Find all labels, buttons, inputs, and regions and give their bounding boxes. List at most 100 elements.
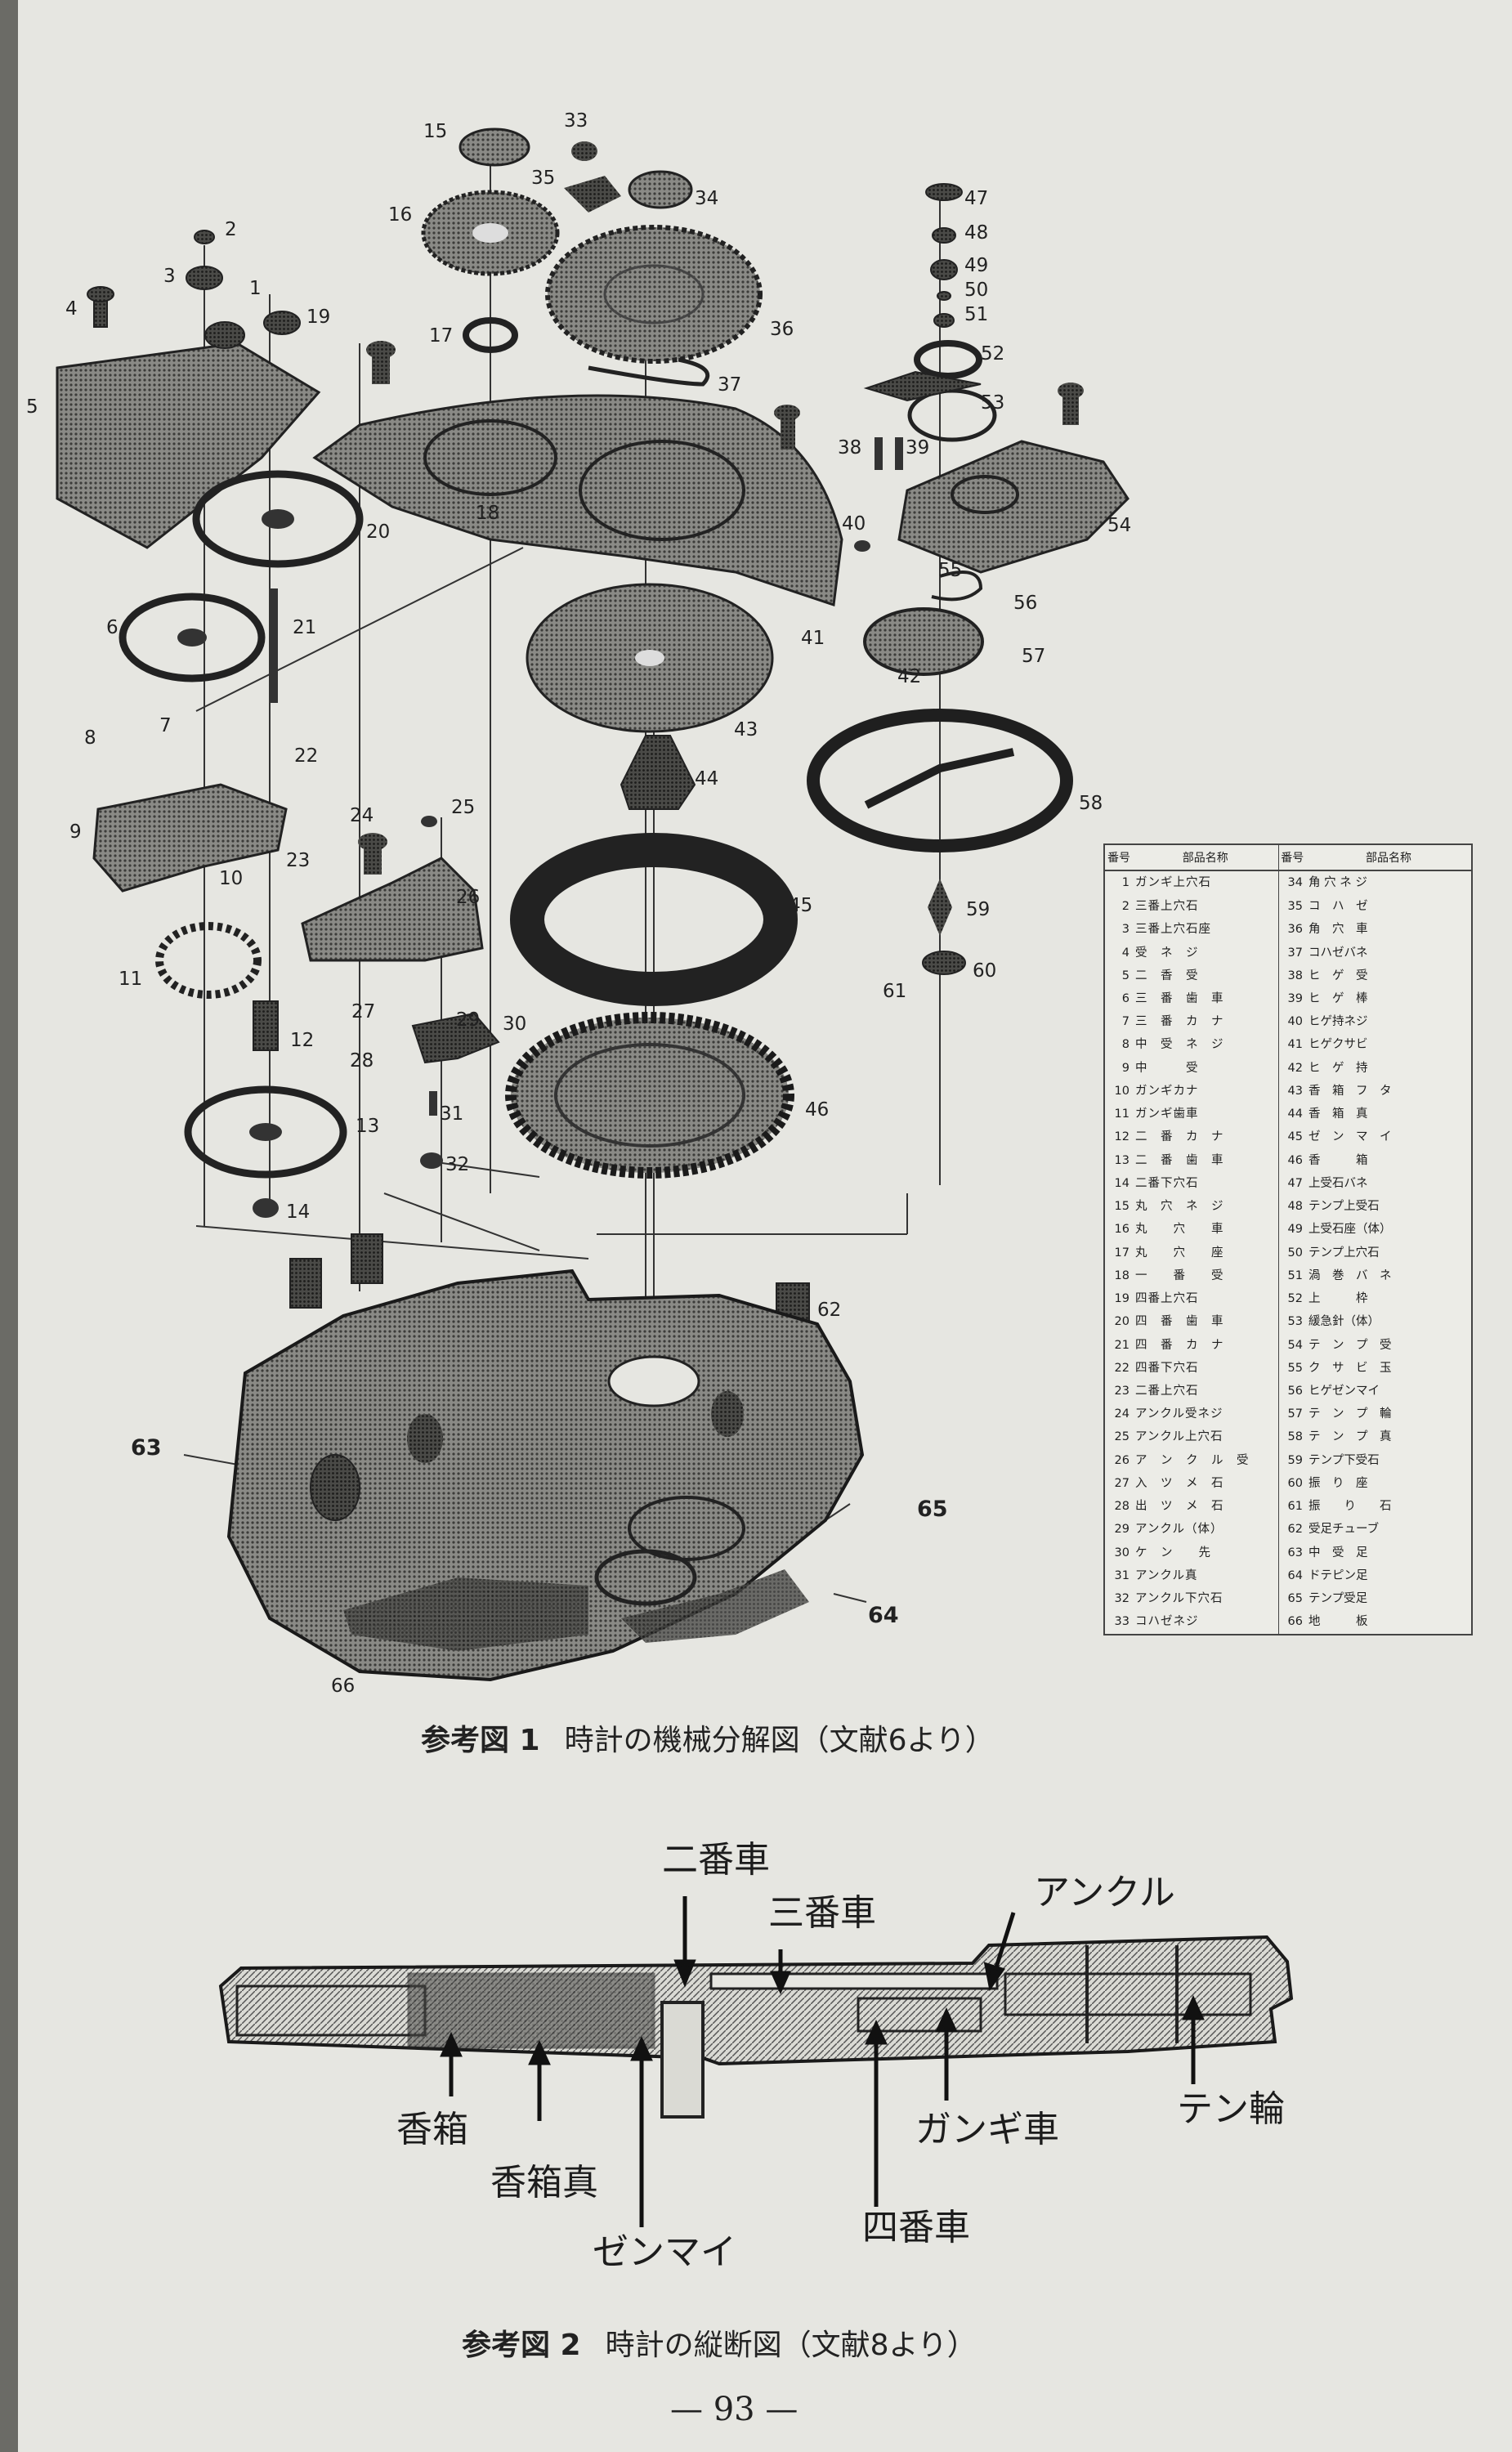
part-number: 60 [1277, 1472, 1306, 1496]
part-number: 19 [1114, 1292, 1130, 1306]
part-label-44: 44 [695, 768, 718, 790]
part-number: 38 [1277, 964, 1306, 988]
part-number: 6 [1121, 991, 1130, 1005]
part-number: 46 [1277, 1148, 1306, 1172]
part-number: 10 [1114, 1084, 1130, 1098]
barrel-bridge-part [312, 394, 843, 607]
part-name: 香 箱 真 [1308, 1107, 1368, 1121]
hairspring-part [863, 607, 984, 676]
part-label-30: 30 [503, 1013, 526, 1035]
part-name: ガンギ上穴石 [1133, 870, 1279, 896]
part-name: ク サ ビ 玉 [1308, 1361, 1392, 1375]
part-label-12: 12 [290, 1030, 314, 1051]
part-name: 四 番 歯 車 [1133, 1310, 1279, 1334]
header-number-2: 番号 [1278, 845, 1306, 871]
part-label-20: 20 [366, 521, 390, 543]
header-number-1: 番号 [1105, 845, 1133, 871]
label-mainspring: ゼンマイ [593, 2231, 736, 2273]
part-number: 33 [1114, 1615, 1130, 1629]
part-number: 66 [1277, 1610, 1306, 1634]
part-number: 48 [1277, 1195, 1306, 1219]
part-name: 受足チューブ [1308, 1523, 1380, 1537]
part-name: 二番上穴石 [1133, 1380, 1279, 1403]
part-name: テンプ下受石 [1308, 1453, 1380, 1467]
part-number: 5 [1121, 969, 1130, 982]
part-number: 55 [1277, 1356, 1306, 1380]
part-name: テンプ受足 [1308, 1592, 1368, 1606]
part-label-15: 15 [423, 121, 447, 142]
part-label-26: 26 [456, 887, 480, 908]
part-label-27: 27 [351, 1001, 375, 1022]
page-binding-edge [0, 0, 18, 2452]
part-number: 9 [1121, 1061, 1130, 1075]
label-third-wheel: 三番車 [768, 1892, 876, 1934]
part-label-8: 8 [84, 727, 96, 749]
fourth-wheel-part [192, 470, 364, 568]
part-name: 中 受 [1133, 1056, 1279, 1081]
part-label-11: 11 [119, 969, 142, 990]
part-label-66: 66 [331, 1676, 355, 1697]
part-label-64: 64 [868, 1603, 899, 1628]
part-label-19: 19 [306, 306, 330, 328]
part-name: 香 箱 フ タ [1308, 1084, 1392, 1098]
part-number: 8 [1121, 1038, 1130, 1052]
part-name: 丸 穴 ネ ジ [1133, 1195, 1279, 1219]
part-name: 角 穴 ネ ジ [1308, 876, 1367, 890]
part-label-37: 37 [718, 374, 741, 396]
part-number: 18 [1114, 1269, 1130, 1282]
part-number: 13 [1114, 1153, 1130, 1167]
part-number: 26 [1114, 1453, 1130, 1467]
part-name: 上受石バネ [1308, 1176, 1368, 1190]
part-number: 54 [1277, 1333, 1306, 1357]
part-number: 45 [1277, 1125, 1306, 1149]
part-label-40: 40 [842, 513, 866, 535]
second-wheel-part [184, 1085, 347, 1179]
part-name: ヒ ゲ 棒 [1308, 991, 1368, 1005]
part-name: 中 受 ネ ジ [1133, 1033, 1279, 1057]
part-label-1: 1 [249, 278, 262, 299]
part-label-53: 53 [981, 392, 1004, 414]
part-number: 36 [1277, 918, 1306, 942]
part-label-65: 65 [917, 1497, 948, 1522]
label-fourth-wheel: 四番車 [862, 2207, 970, 2248]
part-name: 二 番 カ ナ [1133, 1125, 1279, 1149]
part-name: ガンギ歯車 [1133, 1103, 1279, 1126]
second-wheel-arbor-section [660, 2001, 705, 2119]
mainspring-part [510, 833, 798, 1006]
figure2-caption-label: 参考図 2 [462, 2329, 581, 2362]
part-number: 31 [1114, 1568, 1130, 1582]
part-label-38: 38 [838, 437, 861, 459]
part-name: コハゼネジ [1133, 1610, 1279, 1634]
balance-jewels-stack [925, 183, 963, 328]
part-number: 58 [1277, 1425, 1306, 1449]
label-second-wheel: 二番車 [662, 1839, 770, 1881]
part-number: 35 [1277, 895, 1306, 919]
barrel-part [505, 1012, 794, 1179]
part-number: 4 [1121, 946, 1130, 960]
label-pallet: アンクル [1034, 1872, 1175, 1913]
part-number: 44 [1277, 1103, 1306, 1126]
table-header-row: 番号 部品名称 番号 部品名称 [1105, 845, 1471, 871]
part-label-24: 24 [350, 805, 374, 826]
part-label-57: 57 [1022, 646, 1045, 667]
part-name: ヒゲ持ネジ [1308, 1015, 1368, 1029]
part-name: 三番上穴石 [1133, 895, 1279, 919]
part-number: 1 [1121, 876, 1130, 890]
part-number: 64 [1277, 1564, 1306, 1588]
part-label-49: 49 [964, 255, 988, 276]
part-name: 緩急針（体） [1308, 1315, 1380, 1329]
